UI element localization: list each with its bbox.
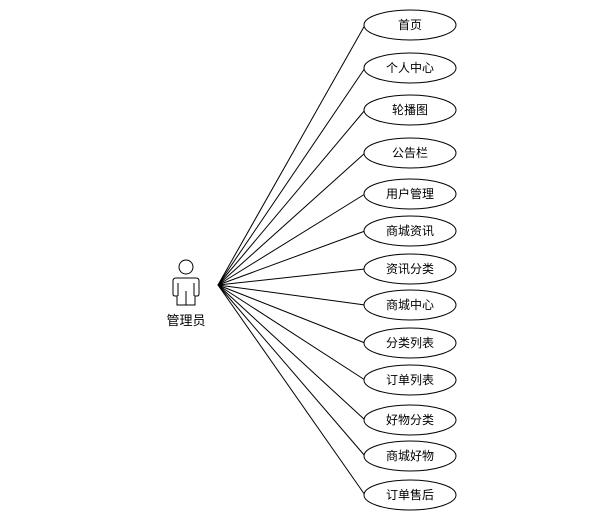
use-case: 商城好物 bbox=[363, 440, 457, 472]
connector-line bbox=[217, 284, 366, 457]
connector-line bbox=[217, 109, 366, 286]
use-case: 商城中心 bbox=[363, 289, 457, 321]
use-case-ellipse bbox=[363, 289, 457, 321]
use-case-label: 资讯分类 bbox=[386, 262, 434, 276]
use-case-ellipse bbox=[363, 215, 457, 247]
use-case-label: 商城中心 bbox=[386, 297, 434, 312]
use-case-ellipse bbox=[363, 479, 457, 511]
actor: 管理员 bbox=[166, 259, 206, 329]
connector-line bbox=[217, 268, 366, 286]
connector-line bbox=[217, 284, 366, 421]
use-case: 首页 bbox=[363, 9, 457, 41]
use-case-label: 轮播图 bbox=[392, 103, 428, 117]
use-case: 订单售后 bbox=[363, 479, 457, 511]
use-case: 好物分类 bbox=[363, 404, 457, 436]
use-case-label: 商城好物 bbox=[386, 448, 434, 463]
connector-line bbox=[217, 284, 366, 306]
use-case: 订单列表 bbox=[363, 364, 457, 396]
use-case: 轮播图 bbox=[363, 94, 457, 126]
connector-line bbox=[217, 193, 366, 286]
use-case-ellipse bbox=[363, 440, 457, 472]
use-case-label: 好物分类 bbox=[386, 413, 434, 427]
use-case: 公告栏 bbox=[363, 137, 457, 169]
use-case-label: 订单列表 bbox=[386, 373, 434, 387]
connector-line bbox=[217, 152, 366, 286]
use-case-label: 公告栏 bbox=[392, 145, 428, 160]
connector-line bbox=[217, 230, 366, 286]
connector-line bbox=[217, 67, 366, 286]
use-case: 资讯分类 bbox=[363, 253, 457, 285]
use-case-ellipse bbox=[363, 404, 457, 436]
use-case-label: 订单售后 bbox=[386, 487, 434, 502]
use-case-ellipse bbox=[363, 9, 457, 41]
use-case-list: 首页个人中心轮播图公告栏用户管理商城资讯资讯分类商城中心分类列表订单列表好物分类… bbox=[363, 9, 457, 511]
use-case-ellipse bbox=[363, 327, 457, 359]
connector-line bbox=[217, 284, 366, 496]
use-case-ellipse bbox=[363, 178, 457, 210]
use-case-label: 分类列表 bbox=[386, 336, 434, 350]
connector-line bbox=[217, 284, 366, 344]
actor-label: 管理员 bbox=[166, 314, 205, 329]
use-case: 个人中心 bbox=[363, 52, 457, 84]
use-case-ellipse bbox=[363, 364, 457, 396]
use-case-ellipse bbox=[363, 94, 457, 126]
use-case-ellipse bbox=[363, 137, 457, 169]
use-case-label: 商城资讯 bbox=[386, 223, 434, 238]
use-case-ellipse bbox=[363, 52, 457, 84]
use-case-label: 用户管理 bbox=[386, 186, 434, 201]
connector-line bbox=[217, 24, 366, 286]
use-case-label: 首页 bbox=[398, 18, 422, 32]
connector-lines bbox=[217, 24, 366, 496]
connector-line bbox=[217, 284, 366, 381]
use-case-label: 个人中心 bbox=[386, 60, 434, 75]
person-icon bbox=[172, 259, 200, 306]
use-case: 商城资讯 bbox=[363, 215, 457, 247]
use-case: 分类列表 bbox=[363, 327, 457, 359]
use-case: 用户管理 bbox=[363, 178, 457, 210]
use-case-ellipse bbox=[363, 253, 457, 285]
